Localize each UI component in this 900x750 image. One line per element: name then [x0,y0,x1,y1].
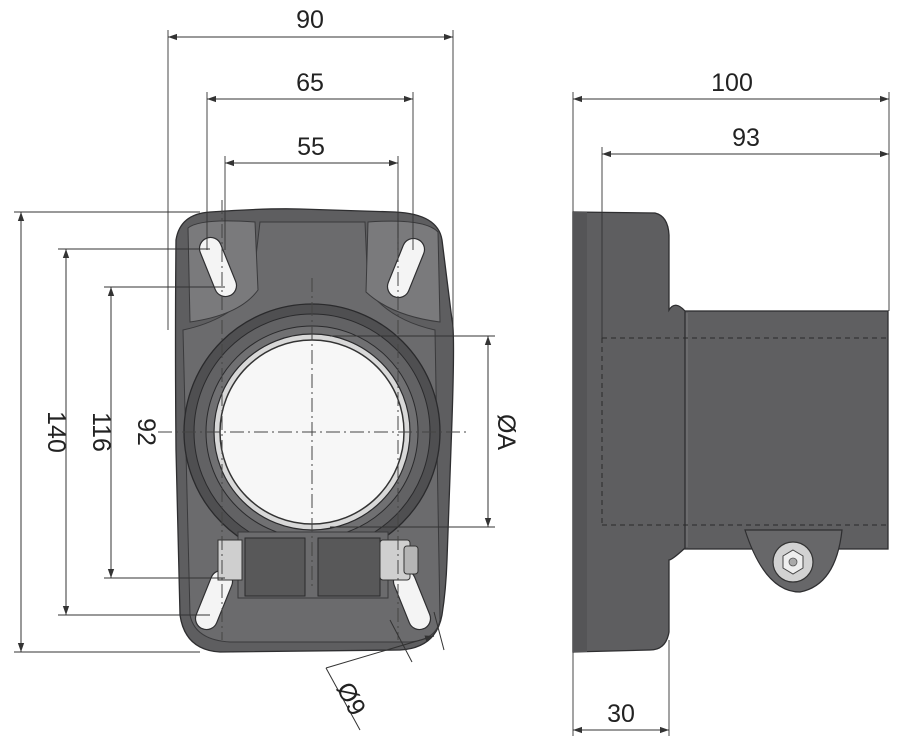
side-clamp-bolt-socket [788,557,798,567]
hole-leader-1 [389,619,413,663]
hole-leader-3 [325,635,435,669]
dim-overall-depth: 100 [711,69,753,97]
dim-tube-depth: 93 [732,124,760,152]
dim-bore-diameter: ØA [492,414,520,450]
dim-flange-thickness: 30 [607,700,635,728]
side-tube [667,310,889,550]
front-view: 90 65 55 140 116 92 ØA [14,6,520,731]
hole-leader-2 [433,611,445,651]
dim-slot-inner: 55 [297,133,325,161]
mounting-slot-top-right [386,237,426,299]
clamp-split-left [244,537,306,597]
dim-overall-width: 90 [296,6,324,34]
side-flange [572,211,686,653]
hole-leader-4 [325,667,361,731]
clamp-split-right [317,537,381,597]
side-flange-face [573,212,587,652]
mounting-slot-top-left [198,236,238,298]
dim-hole-diameter: Ø9 [331,678,371,721]
dim-slot-outer: 65 [296,69,324,97]
side-view: 100 93 30 [572,69,890,736]
clamp-bolt-head [403,545,419,575]
dim-slot-inner-height: 92 [132,418,160,446]
